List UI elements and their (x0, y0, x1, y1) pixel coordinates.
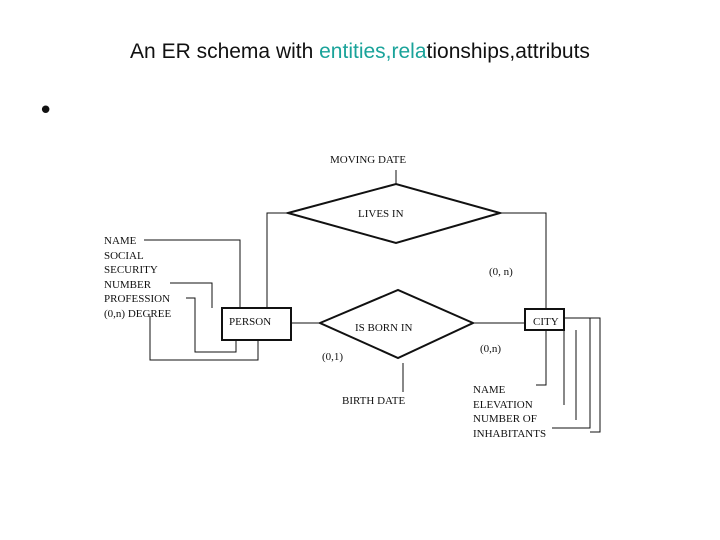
cardinality-person-born-in: (0,1) (322, 351, 343, 363)
slide-title: An ER schema with entities,relationships… (0, 40, 720, 64)
is-born-in-label: IS BORN IN (355, 322, 413, 334)
person-profession-link (186, 297, 237, 353)
cardinality-city-lives-in: (0, n) (489, 266, 513, 278)
title-part-2: entities,rela (319, 40, 427, 63)
city-name-link (536, 330, 547, 386)
person-attr-social: SOCIAL (104, 250, 144, 262)
bullet-point: • (38, 96, 54, 126)
city-label: CITY (533, 316, 559, 328)
city-inhabitants-link-2 (552, 318, 591, 429)
lives-in-person-link (266, 212, 288, 308)
city-multivalue-link (564, 317, 601, 433)
person-attr-number: NUMBER (104, 279, 152, 291)
person-ssn-link (170, 282, 213, 308)
birth-date-label: BIRTH DATE (342, 395, 405, 407)
person-attr-security: SECURITY (104, 264, 158, 276)
city-entity-box (524, 308, 565, 331)
lives-in-label: LIVES IN (358, 208, 404, 220)
person-entity-box (221, 307, 292, 341)
title-part-3: tionships,attributs (426, 40, 590, 63)
lives-in-city-link (500, 212, 547, 309)
title-part-1: An ER schema with (130, 40, 320, 63)
person-name-link (144, 239, 241, 308)
person-attr-name: NAME (104, 235, 137, 247)
person-attr-profession: PROFESSION (104, 293, 170, 305)
person-label: PERSON (229, 316, 271, 328)
moving-date-label: MOVING DATE (330, 154, 406, 166)
city-attr-elevation: ELEVATION (473, 399, 533, 411)
city-attr-name: NAME (473, 384, 506, 396)
city-attr-inhabitants: INHABITANTS (473, 428, 546, 440)
city-attr-number-of: NUMBER OF (473, 413, 537, 425)
person-degree-link (149, 316, 259, 361)
cardinality-city-born-in: (0,n) (480, 343, 501, 355)
person-attr-degree: (0,n) DEGREE (104, 308, 171, 320)
